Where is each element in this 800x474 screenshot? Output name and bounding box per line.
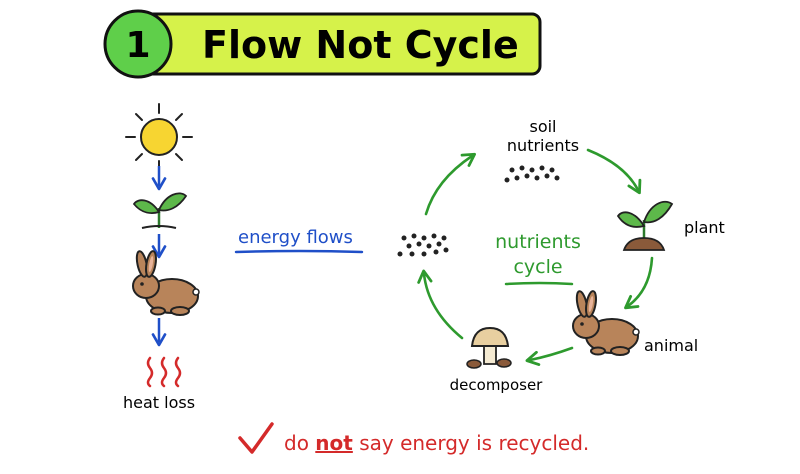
title-number-badge	[103, 9, 173, 79]
soil-nutrient-dots	[504, 165, 560, 183]
footer-text: do not say energy is recycled.	[284, 431, 589, 455]
cycle-arrows	[417, 148, 654, 366]
sun-icon	[125, 103, 193, 171]
title-banner: 1 Flow Not Cycle	[103, 9, 542, 79]
cycle-animal-label: animal	[644, 336, 698, 355]
cycle-center-line2: cycle	[513, 256, 562, 278]
cycle-plant-label: plant	[684, 218, 725, 237]
cycle-plant-icon	[616, 200, 674, 251]
cycle-rabbit-icon	[572, 289, 640, 356]
energy-flows-underline	[234, 249, 364, 254]
cycle-arrow-soil-loop	[424, 152, 476, 216]
rabbit-icon	[132, 249, 200, 316]
heat-waves-icon	[146, 356, 182, 388]
footer-suffix: say energy is recycled.	[353, 431, 589, 455]
heat-loss-label: heat loss	[123, 393, 195, 412]
cycle-arrow-animal-to-decomposer	[525, 346, 574, 366]
check-icon	[238, 422, 274, 454]
page-title: Flow Not Cycle	[202, 23, 519, 67]
cycle-decomposer-label: decomposer	[450, 376, 544, 394]
cycle-arrow-decomposer-to-soil	[417, 269, 464, 340]
plant-icon	[132, 192, 188, 229]
cycle-center-underline	[504, 281, 574, 286]
nutrient-dots	[397, 233, 449, 257]
cycle-arrow-soil-to-plant	[586, 148, 642, 195]
cycle-center-line1: nutrients	[495, 231, 581, 253]
soil-label-line2: nutrients	[507, 136, 579, 155]
soil-label-line1: soil	[529, 117, 556, 136]
energy-flows-label: energy flows	[238, 227, 353, 248]
footer-prefix: do	[284, 431, 315, 455]
title-number: 1	[125, 25, 150, 66]
cycle-arrow-plant-to-animal	[624, 256, 654, 310]
footer-emphasis: not	[315, 431, 353, 455]
mushroom-icon	[466, 326, 512, 369]
footer-note: do not say energy is recycled.	[238, 422, 589, 455]
